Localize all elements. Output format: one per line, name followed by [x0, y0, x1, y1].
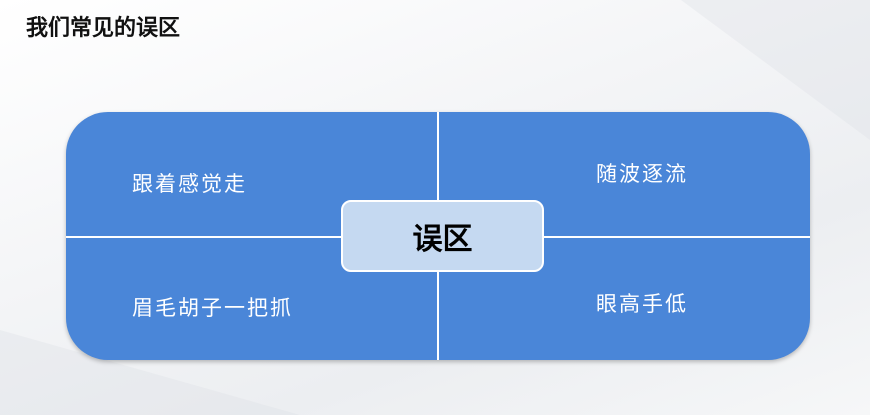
- quadrant-bottom-right: 眼高手低: [596, 292, 688, 316]
- slide-title: 我们常见的误区: [26, 16, 181, 41]
- center-label: 误区: [341, 200, 544, 272]
- quadrant-bottom-left: 眉毛胡子一把抓: [132, 296, 293, 320]
- mistakes-diagram: 跟着感觉走 随波逐流 眉毛胡子一把抓 眼高手低: [66, 112, 810, 360]
- quadrant-top-left: 跟着感觉走: [132, 172, 247, 196]
- quadrant-top-right: 随波逐流: [596, 162, 688, 186]
